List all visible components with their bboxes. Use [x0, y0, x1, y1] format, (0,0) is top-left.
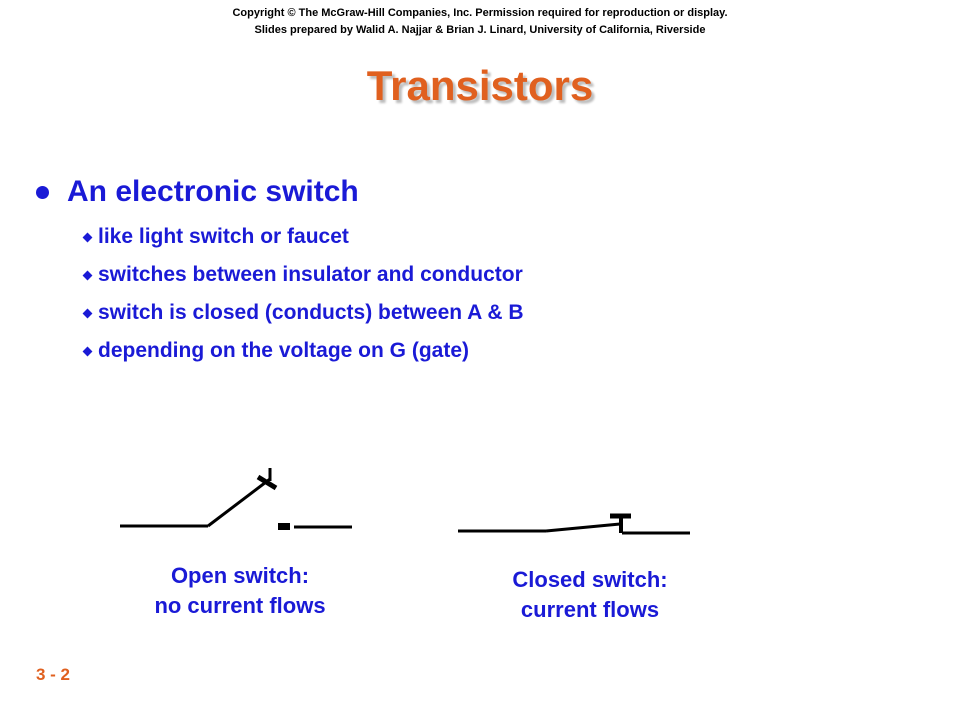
list-item: depending on the voltage on G (gate) [80, 332, 524, 370]
list-item: switch is closed (conducts) between A & … [80, 294, 524, 332]
diamond-bullet-icon [82, 346, 93, 356]
closed-switch-caption-line2: current flows [520, 597, 660, 622]
sub-bullet-list: like light switch or faucet switches bet… [80, 218, 524, 370]
open-switch-diagram [120, 468, 352, 530]
slide-title: Transistors [366, 62, 594, 109]
open-switch-terminal [278, 523, 290, 530]
closed-switch-diagram [458, 513, 690, 535]
copyright-notice: Copyright © The McGraw-Hill Companies, I… [232, 7, 728, 19]
page-number: 3 - 2 [36, 665, 71, 684]
open-switch-contact-bar [256, 474, 278, 491]
list-item-text: depending on the voltage on G (gate) [98, 339, 469, 362]
list-item-text: switch is closed (conducts) between A & … [98, 301, 524, 324]
main-bullet-text: An electronic switch [67, 175, 359, 208]
main-bullet: An electronic switch [36, 172, 359, 212]
closed-switch-caption: Closed switch: current flows [455, 565, 725, 625]
open-switch-lever [207, 477, 271, 528]
closed-switch-lever [545, 522, 621, 533]
list-item-text: like light switch or faucet [98, 225, 349, 248]
diamond-bullet-icon [82, 270, 93, 280]
bullet-dot-icon [36, 185, 49, 199]
slide-credits: Slides prepared by Walid A. Najjar & Bri… [254, 24, 706, 36]
list-item: switches between insulator and conductor [80, 256, 524, 294]
list-item: like light switch or faucet [80, 218, 524, 256]
closed-switch-caption-line1: Closed switch: [512, 567, 668, 592]
list-item-text: switches between insulator and conductor [98, 263, 523, 286]
open-switch-caption-line1: Open switch: [170, 563, 310, 588]
diamond-bullet-icon [82, 232, 93, 242]
open-switch-caption: Open switch: no current flows [105, 561, 375, 621]
open-switch-caption-line2: no current flows [154, 593, 326, 618]
diamond-bullet-icon [82, 308, 93, 318]
